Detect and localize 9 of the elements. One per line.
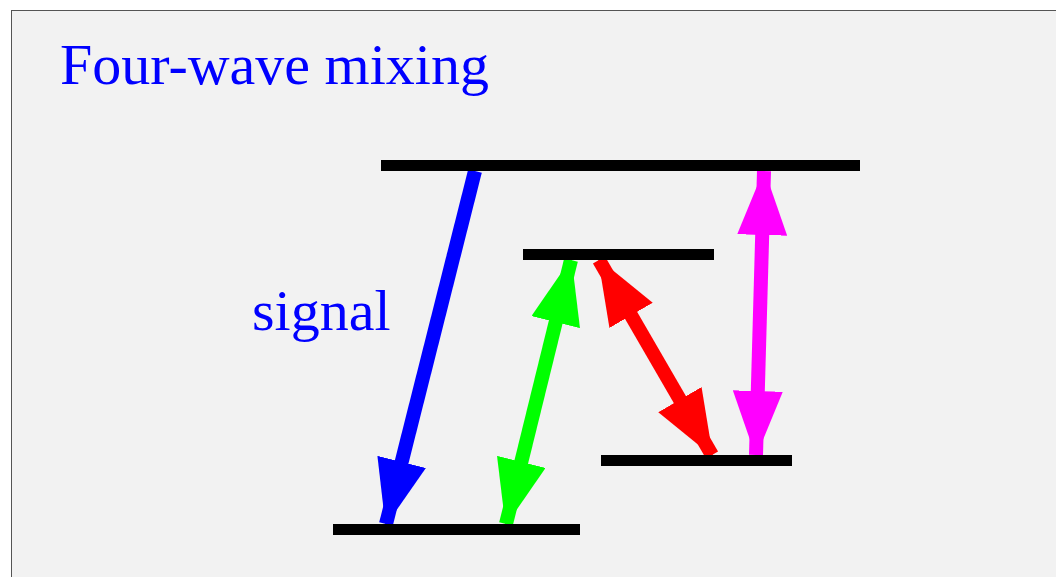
- transition-arrow: [497, 258, 580, 526]
- energy-level-bar: [523, 249, 714, 260]
- energy-level-bar: [333, 524, 580, 535]
- edge-label: signal: [252, 279, 391, 343]
- transition-arrow: [377, 169, 482, 526]
- diagram-title: Four-wave mixing: [60, 33, 489, 97]
- transition-arrow: [732, 169, 788, 457]
- energy-level-bar: [381, 160, 860, 171]
- energy-level-bar: [601, 455, 792, 466]
